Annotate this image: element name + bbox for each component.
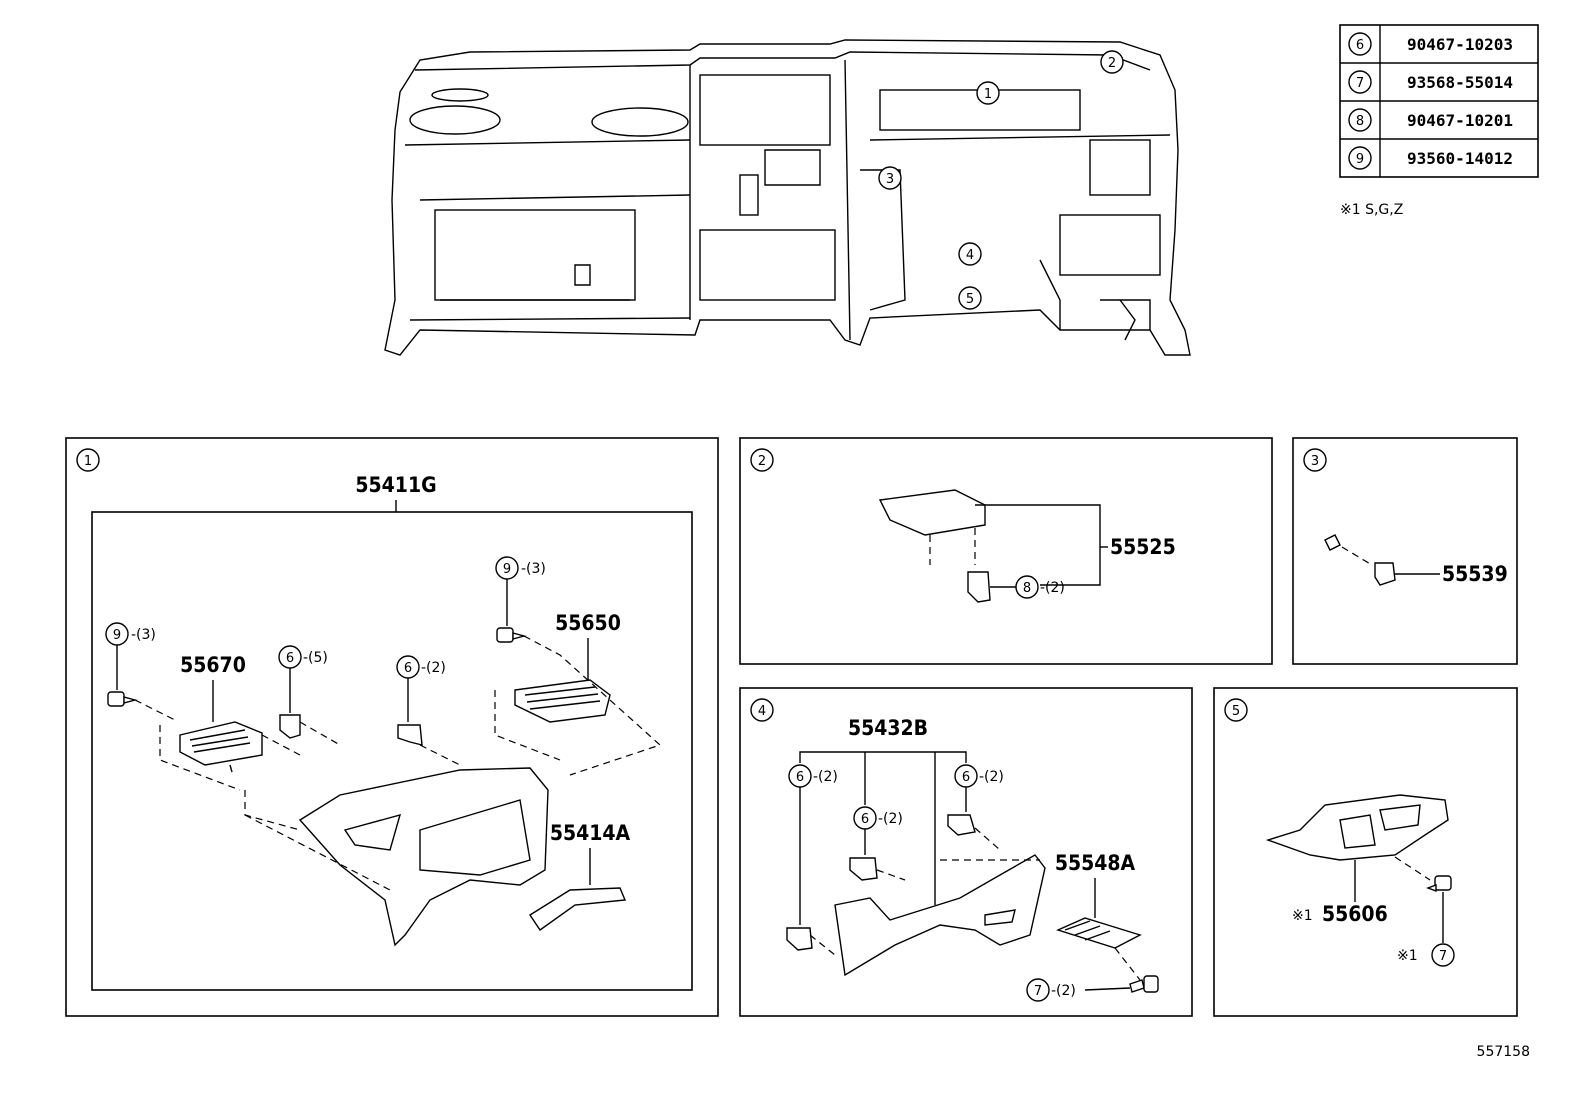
label-55525: 55525 bbox=[1110, 535, 1176, 559]
callout-7: 7 bbox=[1431, 943, 1455, 967]
svg-text:-(2): -(2) bbox=[421, 660, 446, 676]
callout-6-qty5: 6 -(5) bbox=[278, 645, 328, 713]
callout-7: 7 -(2) bbox=[1026, 978, 1131, 1002]
svg-text:-(2): -(2) bbox=[813, 769, 838, 785]
screw-icon bbox=[496, 627, 527, 643]
cover-55525-icon bbox=[878, 489, 986, 536]
svg-text:6: 6 bbox=[286, 651, 294, 666]
panel-2: 2 55525 8 -(2) bbox=[739, 437, 1273, 665]
svg-text:-(3): -(3) bbox=[131, 627, 156, 643]
svg-text:8: 8 bbox=[1356, 114, 1364, 129]
vent-55670-icon bbox=[179, 721, 263, 773]
screw-icon bbox=[1426, 875, 1452, 893]
svg-text:9: 9 bbox=[113, 628, 121, 643]
panel-1-ref: 1 bbox=[84, 454, 92, 469]
svg-text:7: 7 bbox=[1356, 76, 1364, 91]
bracket-55548a-icon bbox=[1056, 917, 1142, 949]
clip-icon bbox=[786, 927, 813, 951]
callout-8: 8 -(2) bbox=[990, 575, 1065, 599]
svg-text:6: 6 bbox=[861, 812, 869, 827]
panel-4: 4 55432B 6 -(2) 6 -(2) 6 -(2) 55548 bbox=[739, 687, 1193, 1017]
svg-text:2: 2 bbox=[1108, 56, 1116, 71]
label-55650: 55650 bbox=[555, 611, 621, 635]
label-55670: 55670 bbox=[180, 653, 246, 677]
svg-text:5: 5 bbox=[966, 292, 974, 307]
overview-callout-5: 5 bbox=[958, 286, 982, 310]
svg-text:-(2): -(2) bbox=[878, 811, 903, 827]
svg-text:5: 5 bbox=[1232, 704, 1240, 719]
screw-icon bbox=[107, 691, 138, 707]
callout-9-left: 9 -(3) bbox=[105, 622, 156, 690]
bracket-icon bbox=[1324, 534, 1341, 551]
svg-text:-(3): -(3) bbox=[521, 561, 546, 577]
table-row: 8 90467-10201 bbox=[1348, 108, 1513, 132]
svg-text:-(2): -(2) bbox=[1051, 983, 1076, 999]
svg-text:6: 6 bbox=[796, 770, 804, 785]
panel-1: 1 55411G 9 -(3) 55670 6 -(5) bbox=[65, 437, 719, 1017]
overview-callout-1: 1 bbox=[976, 81, 1000, 105]
screw-icon bbox=[1129, 975, 1159, 993]
svg-text:1: 1 bbox=[984, 87, 992, 102]
panel-5: 5 ※1 55606 ※1 7 bbox=[1213, 687, 1518, 1017]
diagram-id: 557158 bbox=[1477, 1044, 1530, 1060]
part-number-table: 6 90467-10203 7 93568-55014 8 90467-1020… bbox=[1339, 24, 1539, 178]
svg-text:6: 6 bbox=[962, 770, 970, 785]
clip-55539-icon bbox=[1374, 562, 1396, 586]
trim-strip-icon bbox=[529, 887, 627, 931]
label-55539: 55539 bbox=[1442, 562, 1508, 586]
svg-text:6: 6 bbox=[1356, 38, 1364, 53]
callout-7-prefix: ※1 bbox=[1397, 948, 1418, 964]
svg-text:93560-14012: 93560-14012 bbox=[1407, 149, 1513, 168]
footnote: ※1 S,G,Z bbox=[1340, 202, 1403, 218]
callout-6-a: 6 -(2) bbox=[788, 764, 838, 925]
clip-icon bbox=[849, 857, 878, 881]
callout-9-right: 9 -(3) bbox=[495, 556, 546, 626]
svg-text:-(2): -(2) bbox=[1040, 580, 1065, 596]
svg-text:93568-55014: 93568-55014 bbox=[1407, 73, 1513, 92]
clip-icon bbox=[947, 814, 976, 836]
svg-text:90467-10201: 90467-10201 bbox=[1407, 111, 1513, 130]
svg-text:-(2): -(2) bbox=[979, 769, 1004, 785]
svg-text:4: 4 bbox=[758, 704, 766, 719]
label-55411g: 55411G bbox=[355, 473, 436, 497]
label-55606: 55606 bbox=[1322, 902, 1388, 926]
clip-icon bbox=[967, 571, 991, 603]
label-55414a: 55414A bbox=[550, 821, 631, 845]
svg-text:8: 8 bbox=[1023, 581, 1031, 596]
svg-text:6: 6 bbox=[404, 661, 412, 676]
label-55606-prefix: ※1 bbox=[1292, 908, 1313, 924]
label-55548a: 55548A bbox=[1055, 851, 1136, 875]
instrument-panel-overview bbox=[384, 39, 1191, 356]
svg-text:7: 7 bbox=[1439, 949, 1447, 964]
clip-icon bbox=[397, 724, 423, 746]
svg-text:3: 3 bbox=[886, 172, 894, 187]
svg-text:2: 2 bbox=[758, 454, 766, 469]
label-55432b: 55432B bbox=[848, 716, 928, 740]
svg-text:3: 3 bbox=[1311, 454, 1319, 469]
svg-text:9: 9 bbox=[1356, 152, 1364, 167]
overview-callout-2: 2 bbox=[1100, 50, 1124, 74]
callout-6-qty2: 6 -(2) bbox=[396, 655, 446, 722]
callout-6-c: 6 -(2) bbox=[954, 764, 1004, 812]
svg-text:-(5): -(5) bbox=[303, 650, 328, 666]
clip-icon bbox=[279, 714, 301, 739]
table-row: 7 93568-55014 bbox=[1348, 70, 1513, 94]
undercover-55606-icon bbox=[1265, 794, 1449, 861]
svg-text:90467-10203: 90467-10203 bbox=[1407, 35, 1513, 54]
vent-55650-icon bbox=[514, 679, 611, 723]
svg-text:9: 9 bbox=[503, 562, 511, 577]
callout-6-b: 6 -(2) bbox=[853, 806, 903, 855]
overview-callout-4: 4 bbox=[958, 242, 982, 266]
overview-callout-3: 3 bbox=[878, 166, 902, 190]
svg-text:4: 4 bbox=[966, 248, 974, 263]
cluster-bezel-icon bbox=[298, 767, 549, 947]
lower-panel-icon bbox=[834, 854, 1046, 977]
panel-3: 3 55539 bbox=[1292, 437, 1518, 665]
table-row: 6 90467-10203 bbox=[1348, 32, 1513, 56]
svg-text:7: 7 bbox=[1034, 984, 1042, 999]
table-row: 9 93560-14012 bbox=[1348, 146, 1513, 170]
